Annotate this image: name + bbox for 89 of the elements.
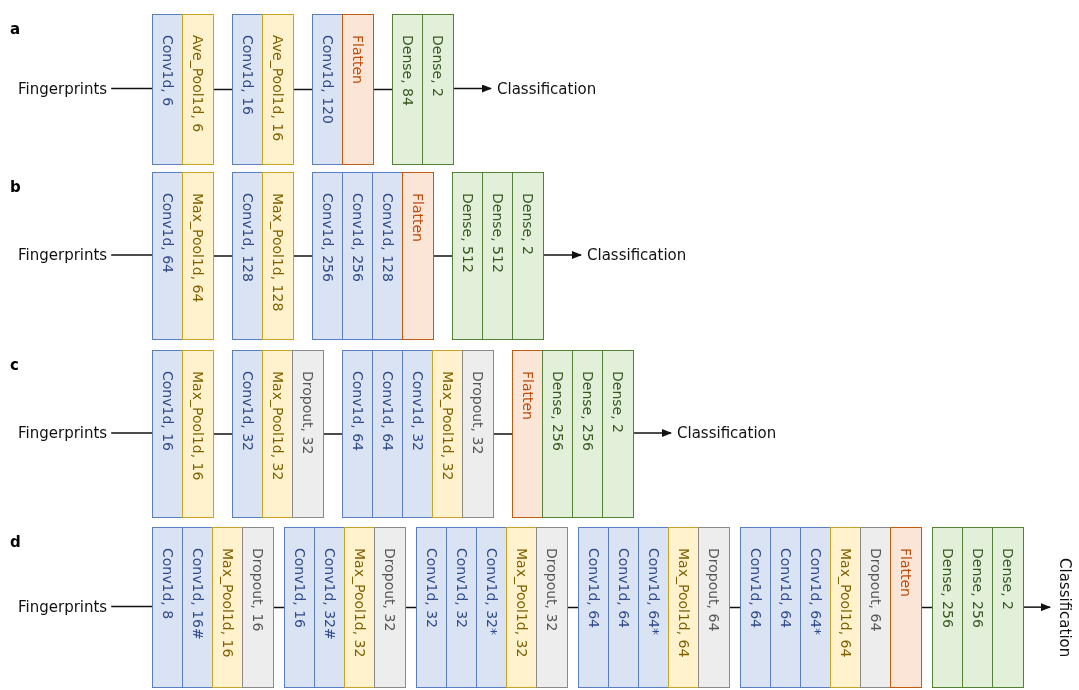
layer-box: Dense, 512 xyxy=(482,172,514,340)
arrow xyxy=(1022,603,1051,612)
layer-box: Max_Pool1d, 64 xyxy=(830,527,862,688)
layer-box: Conv1d, 128 xyxy=(232,172,264,340)
layer-box: Dense, 256 xyxy=(962,527,994,688)
layer-box: Conv1d, 64 xyxy=(372,350,404,518)
input-label: Fingerprints xyxy=(18,597,108,616)
layer-box: Dense, 2 xyxy=(602,350,634,518)
connector-line xyxy=(432,255,453,257)
layer-box: Ave_Pool1d, 6 xyxy=(182,14,214,165)
layer-box: Flatten xyxy=(890,527,922,688)
layer-box: Dense, 84 xyxy=(392,14,424,165)
layer-box: Dense, 2 xyxy=(512,172,544,340)
connector-line xyxy=(110,87,153,90)
layer-box: Flatten xyxy=(402,172,434,340)
layer-box: Dropout, 32 xyxy=(462,350,494,518)
panel-letter: c xyxy=(10,356,19,374)
layer-box: Conv1d, 32 xyxy=(402,350,434,518)
layer-box: Max_Pool1d, 32 xyxy=(344,527,376,688)
layer-box: Conv1d, 32# xyxy=(314,527,346,688)
connector-line xyxy=(292,255,313,257)
layer-box: Dense, 256 xyxy=(932,527,964,688)
layer-box: Dropout, 32 xyxy=(292,350,324,518)
layer-box: Conv1d, 16 xyxy=(232,14,264,165)
output-label: Classification xyxy=(677,424,777,442)
connector-line xyxy=(292,88,313,91)
layer-box: Dropout, 64 xyxy=(860,527,892,688)
layer-box: Flatten xyxy=(342,14,374,165)
layer-box: Max_Pool1d, 32 xyxy=(262,350,294,518)
layer-box: Conv1d, 6 xyxy=(152,14,184,165)
layer-box: Conv1d, 256 xyxy=(342,172,374,340)
arrow xyxy=(542,251,582,259)
layer-box: Conv1d, 64* xyxy=(800,527,832,688)
layer-box: Conv1d, 128 xyxy=(372,172,404,340)
layer-box: Max_Pool1d, 64 xyxy=(668,527,700,688)
layer-box: Conv1d, 32 xyxy=(232,350,264,518)
layer-box: Max_Pool1d, 64 xyxy=(182,172,214,340)
layer-box: Dense, 256 xyxy=(542,350,574,518)
connector-line xyxy=(110,605,153,608)
output-label: Classification xyxy=(497,79,597,98)
output-label: Classification xyxy=(1056,557,1074,657)
layer-box: Conv1d, 64* xyxy=(638,527,670,688)
layer-box: Flatten xyxy=(512,350,544,518)
layer-box: Dense, 256 xyxy=(572,350,604,518)
layer-box: Conv1d, 16 xyxy=(152,350,184,518)
layer-box: Conv1d, 256 xyxy=(312,172,344,340)
connector-line xyxy=(372,88,393,91)
layer-box: Conv1d, 64 xyxy=(578,527,610,688)
panel-letter: d xyxy=(10,533,21,551)
panel-letter: b xyxy=(10,178,21,196)
connector-line xyxy=(212,433,233,435)
layer-box: Conv1d, 120 xyxy=(312,14,344,165)
layer-box: Conv1d, 32 xyxy=(446,527,478,688)
layer-box: Conv1d, 8 xyxy=(152,527,184,688)
connector-line xyxy=(492,433,513,435)
layer-box: Conv1d, 64 xyxy=(740,527,772,688)
connector-line xyxy=(212,88,233,91)
layer-box: Max_Pool1d, 128 xyxy=(262,172,294,340)
layer-box: Max_Pool1d, 32 xyxy=(432,350,464,518)
layer-box: Ave_Pool1d, 16 xyxy=(262,14,294,165)
layer-box: Conv1d, 16 xyxy=(284,527,316,688)
input-label: Fingerprints xyxy=(18,424,108,442)
layer-box: Max_Pool1d, 16 xyxy=(182,350,214,518)
layer-box: Dense, 2 xyxy=(422,14,454,165)
layer-box: Conv1d, 64 xyxy=(152,172,184,340)
connector-line xyxy=(212,255,233,257)
connector-line xyxy=(322,433,343,435)
layer-box: Conv1d, 64 xyxy=(342,350,374,518)
layer-box: Dropout, 16 xyxy=(242,527,274,688)
layer-box: Dense, 512 xyxy=(452,172,484,340)
layer-box: Conv1d, 32 xyxy=(416,527,448,688)
layer-box: Dropout, 32 xyxy=(374,527,406,688)
layer-box: Conv1d, 64 xyxy=(770,527,802,688)
input-label: Fingerprints xyxy=(18,79,108,98)
layer-box: Dense, 2 xyxy=(992,527,1024,688)
output-label: Classification xyxy=(587,246,687,264)
input-label: Fingerprints xyxy=(18,246,108,264)
layer-box: Conv1d, 64 xyxy=(608,527,640,688)
arrow xyxy=(632,429,672,437)
layer-box: Conv1d, 16# xyxy=(182,527,214,688)
layer-box: Max_Pool1d, 32 xyxy=(506,527,538,688)
arrow xyxy=(452,84,492,93)
layer-box: Dropout, 64 xyxy=(698,527,730,688)
connector-line xyxy=(110,254,153,256)
layer-box: Max_Pool1d, 16 xyxy=(212,527,244,688)
layer-box: Conv1d, 32* xyxy=(476,527,508,688)
panel-letter: a xyxy=(10,20,21,38)
layer-box: Dropout, 32 xyxy=(536,527,568,688)
connector-line xyxy=(110,432,153,434)
